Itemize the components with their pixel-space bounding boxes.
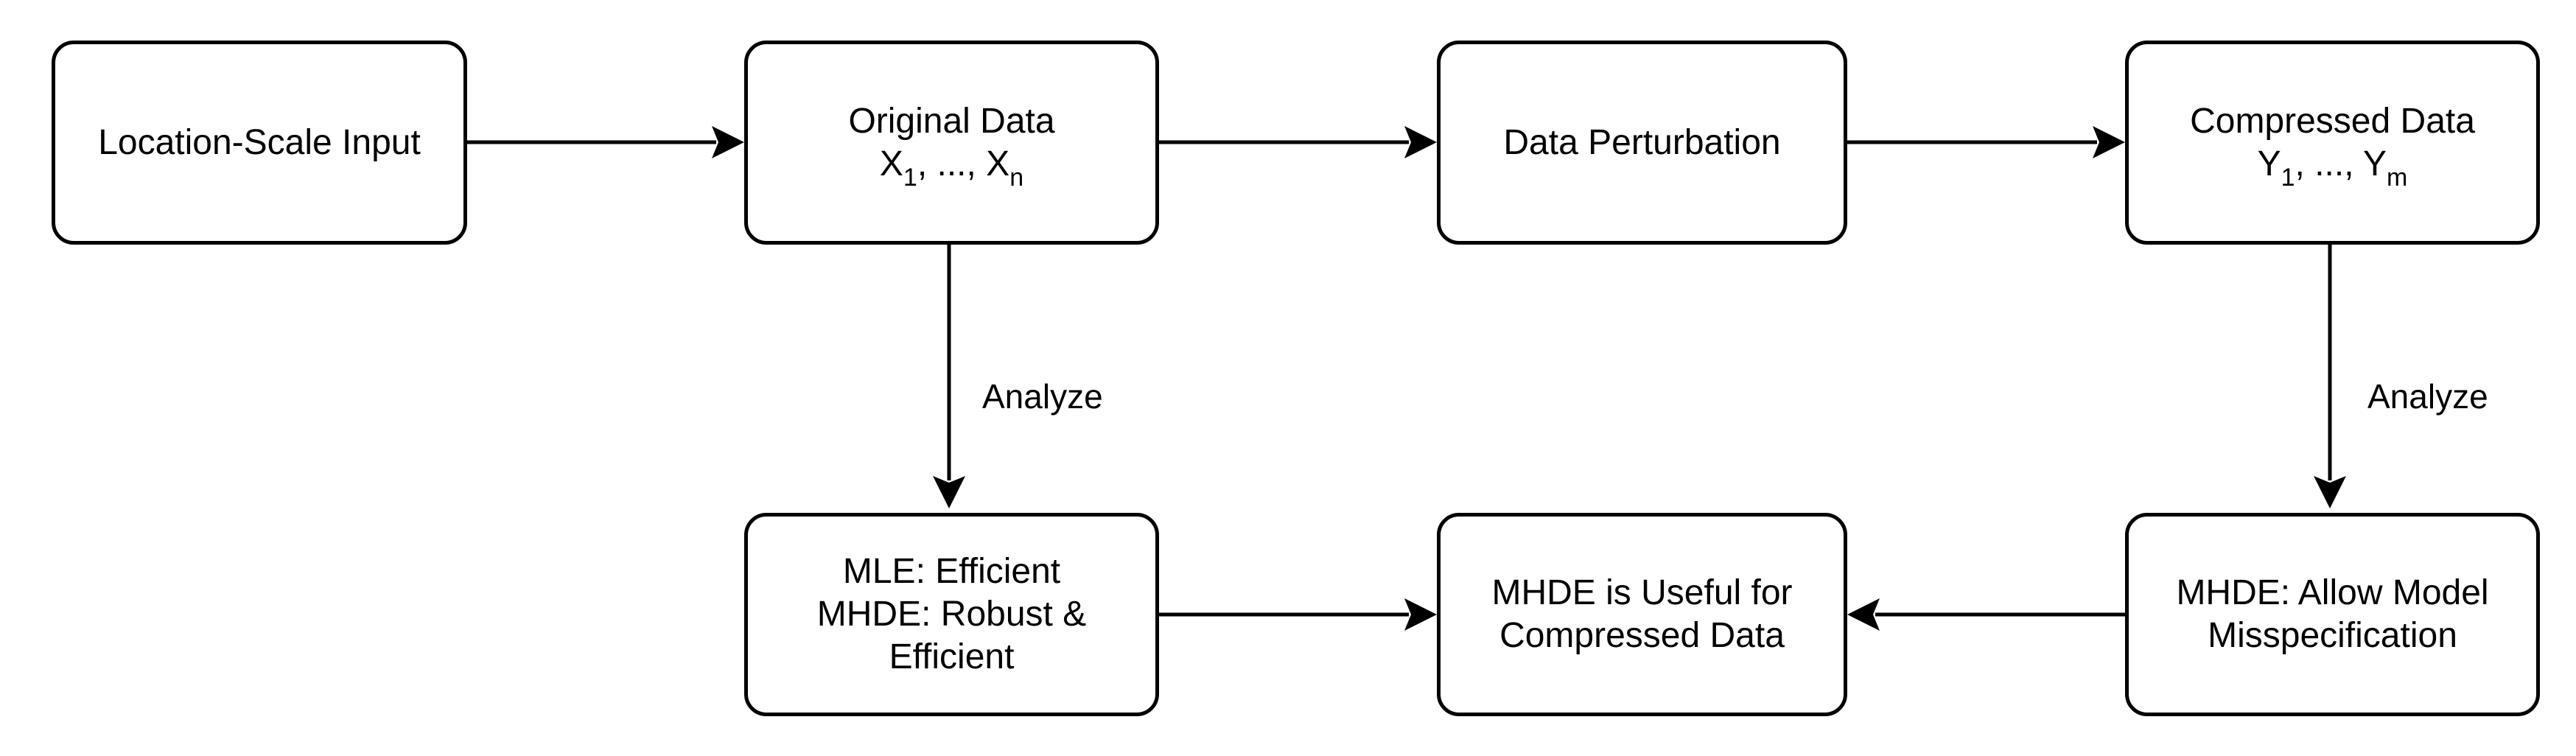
node-location-scale-input-label: Location-Scale Input [98, 122, 421, 162]
edge-misspec-to-useful [1847, 598, 2125, 631]
node-original-data-variables: X1, ..., Xn [879, 143, 1023, 190]
edge-compressed-to-misspec [2314, 245, 2346, 508]
node-location-scale-input: Location-Scale Input [52, 41, 467, 245]
node-data-perturbation: Data Perturbation [1437, 41, 1847, 245]
edge-original-to-perturbation [1159, 126, 1437, 158]
node-mhde-useful-line1: MHDE is Useful for [1491, 573, 1793, 612]
var-y-base-1: Y [2257, 144, 2281, 183]
node-data-perturbation-label: Data Perturbation [1503, 122, 1781, 162]
edge-original-to-mle [933, 245, 965, 508]
node-mle-mhde-line3: Efficient [889, 637, 1015, 676]
var-y-base-m: Y [2363, 144, 2387, 183]
node-original-data-title: Original Data [848, 101, 1055, 141]
node-mhde-misspecification-line2: Misspecification [2208, 616, 2457, 655]
node-mhde-useful: MHDE is Useful for Compressed Data [1437, 513, 1847, 716]
var-x-sub-n: n [1009, 163, 1024, 192]
node-mhde-misspecification: MHDE: Allow Model Misspecification [2125, 513, 2540, 716]
edge-label-analyze-left: Analyze [982, 377, 1103, 416]
var-y-sep: , ..., [2295, 144, 2364, 183]
edge-input-to-original [467, 126, 744, 158]
edge-mle-to-useful [1159, 598, 1437, 631]
var-x-base-n: X [986, 144, 1010, 183]
node-compressed-data: Compressed Data Y1, ..., Ym [2125, 41, 2540, 245]
var-y-sub-1: 1 [2281, 163, 2295, 192]
node-mle-mhde: MLE: Efficient MHDE: Robust & Efficient [744, 513, 1159, 716]
node-mle-mhde-line2: MHDE: Robust & [816, 595, 1087, 634]
edge-label-analyze-right: Analyze [2367, 377, 2488, 416]
node-mle-mhde-line1: MLE: Efficient [842, 552, 1061, 591]
node-compressed-data-variables: Y1, ..., Ym [2257, 143, 2408, 190]
node-mhde-useful-line2: Compressed Data [1499, 616, 1785, 655]
node-mhde-misspecification-line1: MHDE: Allow Model [2176, 573, 2489, 612]
var-x-base-1: X [879, 144, 903, 183]
node-original-data: Original Data X1, ..., Xn [744, 41, 1159, 245]
edge-perturbation-to-compressed [1847, 126, 2125, 158]
node-compressed-data-title: Compressed Data [2190, 101, 2475, 141]
var-x-sub-1: 1 [903, 163, 917, 192]
var-y-sub-m: m [2387, 163, 2408, 192]
var-x-sep: , ..., [917, 144, 987, 183]
